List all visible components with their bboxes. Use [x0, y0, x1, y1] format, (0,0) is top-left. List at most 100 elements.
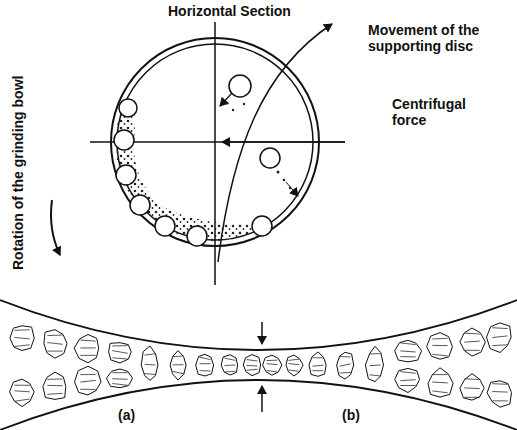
powder-particle	[74, 335, 99, 363]
powder-particle	[243, 355, 260, 376]
particle-texture	[267, 363, 278, 365]
particle-texture	[47, 393, 62, 394]
particle-texture	[200, 370, 211, 371]
particle-texture	[112, 358, 127, 359]
particle-texture	[173, 371, 184, 373]
particle-texture	[247, 369, 258, 370]
particle-texture	[492, 400, 507, 401]
particle-texture	[80, 355, 95, 356]
particle-texture	[247, 365, 258, 367]
particle-texture	[313, 370, 324, 371]
particle-texture	[47, 379, 62, 380]
particle-texture	[145, 354, 156, 355]
particle-texture	[289, 370, 300, 371]
particle-texture	[400, 343, 415, 345]
powder-particle	[427, 333, 453, 360]
particle-texture	[47, 343, 62, 345]
particle-texture	[432, 338, 447, 340]
powder-particle	[109, 343, 132, 363]
particle-texture	[225, 358, 236, 360]
particle-texture	[112, 378, 127, 380]
particle-texture	[340, 356, 351, 357]
particle-texture	[464, 387, 479, 389]
annotation-label: Movement of the supporting disc	[368, 22, 498, 54]
particle-texture	[400, 372, 415, 374]
particle-texture	[112, 372, 127, 373]
powder-particle	[10, 326, 34, 351]
particle-texture	[464, 341, 479, 342]
particle-texture	[432, 382, 447, 384]
powder-particle	[75, 366, 102, 395]
particle-texture	[289, 364, 300, 365]
particle-texture	[200, 357, 211, 359]
particle-texture	[145, 373, 156, 375]
powder-particle	[395, 340, 422, 362]
particle-texture	[400, 380, 415, 381]
particle-texture	[492, 344, 507, 346]
particle-texture	[313, 365, 324, 366]
particle-texture	[80, 380, 95, 382]
particle-texture	[464, 350, 479, 351]
powder-particle	[106, 369, 132, 388]
particle-texture	[313, 357, 324, 358]
particle-texture	[14, 345, 29, 347]
particle-texture	[464, 378, 479, 380]
particle-texture	[80, 347, 95, 348]
particle-texture	[14, 385, 29, 386]
particle-texture	[267, 360, 278, 362]
annotation-label: Centrifugal force	[392, 96, 472, 128]
particle-texture	[145, 364, 156, 366]
particle-texture	[200, 363, 211, 364]
powder-particle	[141, 346, 158, 380]
powder-particle	[460, 374, 484, 401]
particle-texture	[370, 375, 381, 376]
axis-caption: Rotation of the grinding bowl	[10, 76, 26, 270]
particle-texture	[289, 359, 300, 360]
particle-texture	[432, 354, 447, 356]
annotation-label: (b)	[340, 407, 362, 423]
powder-particle	[263, 355, 282, 375]
particle-texture	[14, 391, 29, 392]
particle-texture	[464, 333, 479, 335]
powder-particle	[460, 328, 486, 356]
particle-texture	[400, 351, 415, 352]
particle-texture	[225, 371, 236, 373]
annotation-label: (a)	[116, 407, 137, 423]
particle-texture	[370, 353, 381, 354]
particle-texture	[47, 351, 62, 352]
particle-texture	[80, 340, 95, 341]
particle-texture	[80, 374, 95, 375]
particle-texture	[47, 335, 62, 337]
particle-texture	[225, 365, 236, 367]
particle-texture	[14, 399, 29, 401]
particle-texture	[112, 384, 127, 386]
particle-texture	[267, 371, 278, 373]
powder-particle	[309, 352, 326, 376]
particle-texture	[432, 345, 447, 346]
powder-particle	[221, 355, 237, 375]
powder-particle	[487, 323, 512, 353]
particle-texture	[400, 385, 415, 386]
particle-texture	[173, 364, 184, 365]
particle-texture	[112, 345, 127, 346]
particle-texture	[173, 355, 184, 357]
powder-particle	[10, 379, 35, 406]
powder-particle	[365, 346, 383, 381]
particle-texture	[370, 365, 381, 367]
powder-particle	[196, 354, 214, 376]
particle-texture	[340, 372, 351, 374]
particle-texture	[14, 337, 29, 339]
powder-particle	[337, 352, 354, 379]
powder-particle	[428, 368, 453, 397]
particle-texture	[492, 327, 507, 329]
powder-particle	[487, 381, 511, 407]
powder-particle	[43, 372, 66, 399]
particle-texture	[492, 336, 507, 338]
particle-texture	[432, 391, 447, 393]
powder-particle	[286, 355, 303, 376]
particle-texture	[80, 389, 95, 390]
particle-texture	[464, 397, 479, 398]
particle-texture	[247, 360, 258, 361]
particle-texture	[14, 329, 29, 331]
